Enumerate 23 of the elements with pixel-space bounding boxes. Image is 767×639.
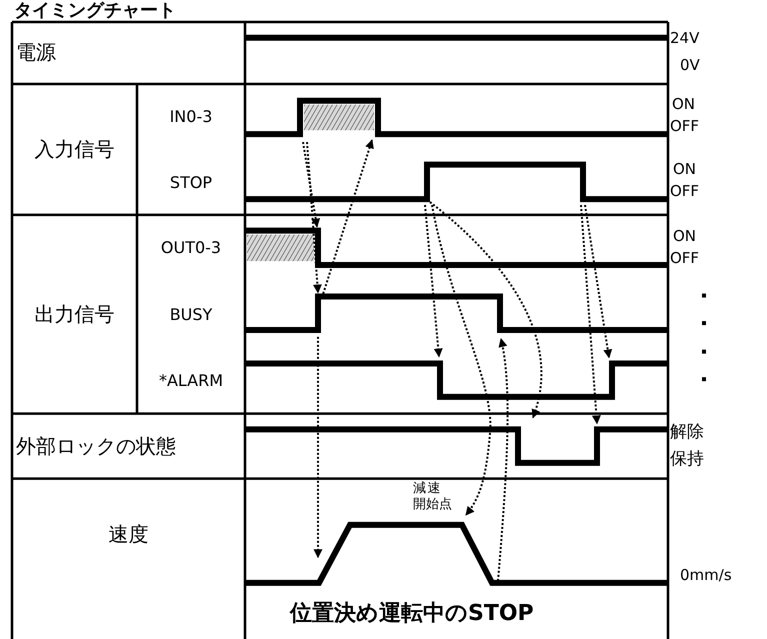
level-label: ON [673,160,696,178]
signal-label: BUSY [139,282,243,346]
signal-label: IN0-3 [139,86,243,148]
signal-label: OUT0-3 [139,216,243,279]
signal-label: 外部ロックの状態 [16,416,243,477]
level-label: 解除 [670,422,704,442]
signal-label: 出力信号 [14,216,135,412]
level-label: 0mm/s [680,567,732,584]
signal-label: 速度 [14,480,243,589]
annotation-label: 減速開始点 [413,480,453,513]
level-label: 0V [680,57,700,74]
level-label: ON [673,228,696,245]
level-label: OFF [670,183,700,200]
level-label: OFF [670,250,700,268]
diagram-title: タイミングチャート [14,0,176,21]
signal-label: 電源 [16,24,243,82]
signal-label: 入力信号 [14,86,135,213]
level-label: OFF [670,118,700,136]
level-label: 保持 [670,449,704,470]
signal-label: *ALARM [139,350,243,412]
signal-label: STOP [139,152,243,213]
level-label: 24V [670,30,700,47]
level-label: ON [672,96,696,113]
